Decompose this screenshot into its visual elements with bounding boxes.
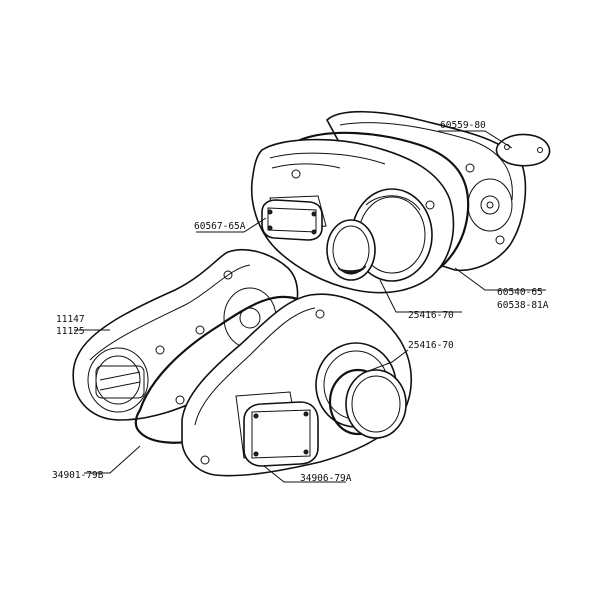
label-34901-79B: 34901-79B	[52, 470, 104, 481]
label-11147: 11147	[56, 314, 85, 325]
derby-cover-upper-25416-70	[326, 219, 376, 281]
derby-cover-lower-25416-70	[328, 368, 407, 439]
label-60567-65A: 60567-65A	[194, 221, 246, 232]
label-60540-65: 60540-65	[497, 287, 543, 298]
label-60538-81A: 60538-81A	[497, 300, 549, 311]
label-11125: 11125	[56, 326, 85, 337]
label-60559-80: 60559-80	[440, 120, 486, 131]
leader-lines	[74, 130, 546, 483]
label-25416-70-right: 25416-70	[408, 340, 454, 351]
inspection-plate-60559-80	[495, 133, 551, 167]
inspection-cover-60567-65A	[261, 199, 323, 241]
label-25416-70-top: 25416-70	[408, 310, 454, 321]
label-34906-79A: 34906-79A	[300, 473, 352, 484]
part-labels: 60559-80 60567-65A 25416-70 60540-65 605…	[52, 120, 549, 484]
inspection-cover-34906-79A	[243, 401, 319, 467]
